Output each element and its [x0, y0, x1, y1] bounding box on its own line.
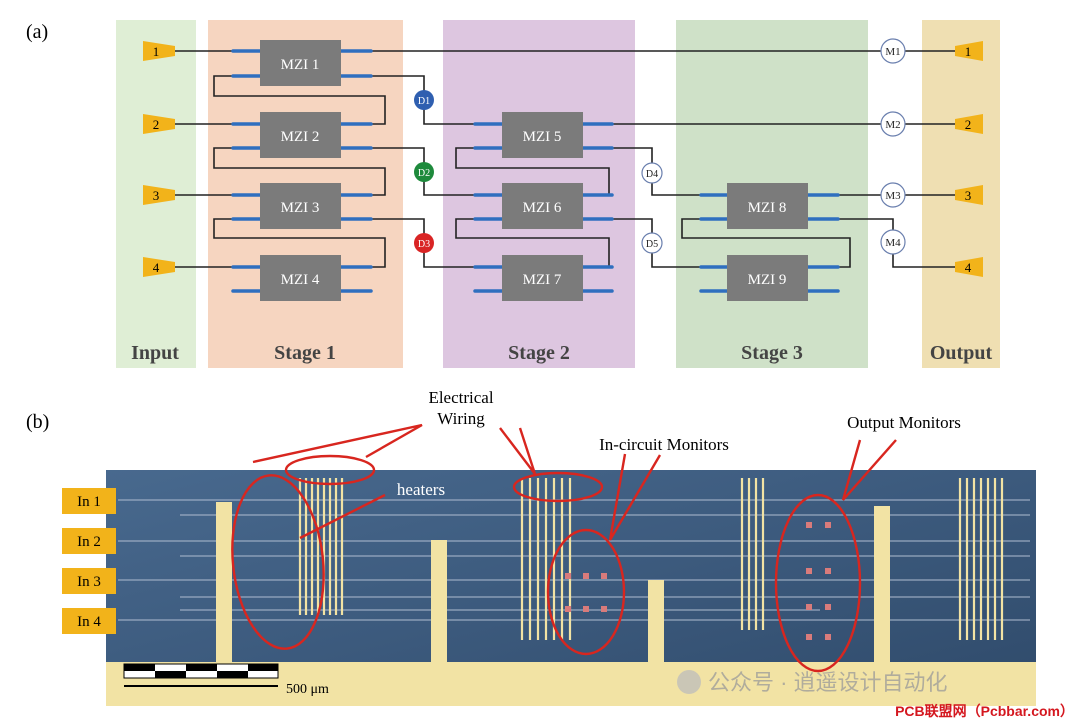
- detector-d3: D3: [414, 233, 434, 253]
- output-port-1: 1: [955, 41, 983, 61]
- mzi-8: MZI 8: [727, 183, 808, 229]
- chip-input-3: In 3: [62, 568, 116, 594]
- input-port-3-label: 3: [153, 188, 160, 203]
- monitor-m3: M3: [880, 182, 906, 208]
- mzi-1: MZI 1: [260, 40, 341, 86]
- input-port-1: 1: [143, 41, 175, 61]
- mzi-8-label: MZI 8: [748, 200, 787, 216]
- electrical-label: Electrical: [428, 388, 493, 407]
- stage3-column-title: Stage 3: [741, 342, 803, 364]
- panel-b-label: (b): [26, 411, 49, 433]
- detector-d5-label: D5: [646, 239, 658, 250]
- monitor-m1-label: M1: [885, 46, 900, 58]
- input-port-4-label: 4: [153, 260, 160, 275]
- mzi-9: MZI 9: [727, 255, 808, 301]
- chip-input-4: In 4: [62, 608, 116, 634]
- detector-d2: D2: [414, 162, 434, 182]
- detector-d1: D1: [414, 90, 434, 110]
- mzi-7-label: MZI 7: [523, 272, 562, 288]
- output-port-2-label: 2: [965, 117, 972, 132]
- monitor-pads: [565, 522, 831, 640]
- mzi-3-label: MZI 3: [281, 200, 320, 216]
- input-port-2: 2: [143, 114, 175, 134]
- monitor-m3-label: M3: [885, 190, 901, 202]
- output-port-4-label: 4: [965, 260, 972, 275]
- footer-credit: PCB联盟网（Pcbbar.com）: [895, 703, 1074, 719]
- mzi-2-label: MZI 2: [281, 129, 320, 145]
- monitor-m4-label: M4: [885, 237, 901, 249]
- scale-bar-label: 500 μm: [286, 682, 329, 697]
- mzi-4: MZI 4: [260, 255, 341, 301]
- mzi-6: MZI 6: [502, 183, 583, 229]
- stage2-column-title: Stage 2: [508, 342, 570, 364]
- mzi-5-label: MZI 5: [523, 129, 562, 145]
- mzi-5: MZI 5: [502, 112, 583, 158]
- output-port-2: 2: [955, 114, 983, 134]
- heaters-label: heaters: [397, 480, 445, 499]
- stage1-column-title: Stage 1: [274, 342, 336, 364]
- input-port-4: 4: [143, 257, 175, 277]
- detector-d5: D5: [641, 232, 663, 254]
- panel-a-label: (a): [26, 21, 48, 43]
- wechat-icon: [677, 670, 701, 694]
- detector-d4-label: D4: [646, 169, 658, 180]
- mzi-1-label: MZI 1: [281, 57, 320, 73]
- output-port-3-label: 3: [965, 188, 972, 203]
- detector-d3-label: D3: [418, 239, 430, 250]
- chip-input-1: In 1: [62, 488, 116, 514]
- mzi-2: MZI 2: [260, 112, 341, 158]
- input-column-title: Input: [131, 342, 179, 364]
- output-column-title: Output: [930, 342, 993, 364]
- monitor-m1: M1: [880, 38, 906, 64]
- output-port-4: 4: [955, 257, 983, 277]
- chip-input-2: In 2: [62, 528, 116, 554]
- chip-input-3-label: In 3: [77, 574, 101, 590]
- input-port-1-label: 1: [153, 44, 160, 59]
- input-port-3: 3: [143, 185, 175, 205]
- watermark: 公众号 · 逍遥设计自动化: [677, 670, 948, 695]
- mzi-3: MZI 3: [260, 183, 341, 229]
- mzi-9-label: MZI 9: [748, 272, 787, 288]
- monitor-m2: M2: [880, 111, 906, 137]
- watermark-text: 公众号 · 逍遥设计自动化: [708, 670, 948, 695]
- in-circuit-monitors-label: In-circuit Monitors: [599, 435, 729, 454]
- detector-d1-label: D1: [418, 96, 430, 107]
- annotation-callouts: [231, 423, 897, 673]
- output-port-3: 3: [955, 185, 983, 205]
- scale-bar: 500 μm: [123, 663, 329, 697]
- waveguide-stubs: [231, 49, 840, 293]
- output-monitors-label: Output Monitors: [847, 413, 961, 432]
- output-port-1-label: 1: [965, 44, 972, 59]
- mzi-4-label: MZI 4: [281, 272, 320, 288]
- detector-d4: D4: [641, 162, 663, 184]
- mzi-6-label: MZI 6: [523, 200, 562, 216]
- chip-input-2-label: In 2: [77, 534, 101, 550]
- input-port-2-label: 2: [153, 117, 160, 132]
- monitor-m4: M4: [880, 229, 906, 255]
- wiring-label: Wiring: [437, 409, 485, 428]
- chip-input-1-label: In 1: [77, 494, 101, 510]
- monitor-m2-label: M2: [885, 119, 900, 131]
- chip-input-4-label: In 4: [77, 614, 101, 630]
- detector-d2-label: D2: [418, 168, 430, 179]
- mzi-7: MZI 7: [502, 255, 583, 301]
